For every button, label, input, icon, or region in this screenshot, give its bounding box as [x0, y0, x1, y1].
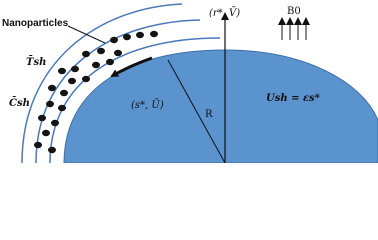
tangential-arrow — [110, 56, 153, 78]
nanoparticles-label: Nanoparticles — [2, 18, 69, 29]
nanoparticle — [114, 49, 122, 57]
boundary-line-inner — [49, 37, 221, 163]
radius-label: R — [205, 109, 213, 120]
nanoparticle — [123, 33, 131, 41]
nanoparticle-cluster — [34, 30, 158, 154]
nanoparticle — [58, 67, 66, 75]
magnetic-field-arrows — [278, 17, 310, 40]
nanoparticle — [60, 89, 68, 97]
concentration-label: C̄sh — [9, 97, 30, 109]
nanoparticle — [136, 31, 144, 39]
nanoparticle — [68, 77, 76, 85]
sphere-surface — [63, 49, 378, 163]
nanoparticle — [71, 65, 79, 73]
nanoparticle — [42, 129, 50, 137]
radius-line — [167, 59, 226, 163]
nanoparticle — [51, 119, 59, 127]
boundary-line-outer — [21, 3, 183, 163]
surface-velocity-label: Ush = εs* — [266, 93, 321, 104]
nanoparticle — [92, 61, 100, 69]
nanoparticle — [150, 30, 158, 38]
boundary-line-middle — [35, 19, 201, 163]
nanoparticle — [58, 104, 66, 112]
nanoparticle — [110, 36, 118, 44]
stretching-sphere-diagram: Nanoparticles T̄sh C̄sh (r*, V̄) B0 (s*,… — [2, 3, 378, 163]
nanoparticle — [106, 58, 114, 66]
nanoparticle — [48, 146, 56, 154]
nanoparticle — [82, 50, 90, 58]
nanoparticle — [34, 141, 42, 149]
nanoparticle — [46, 100, 54, 108]
nanoparticle — [97, 47, 105, 55]
temperature-label: T̄sh — [26, 56, 46, 68]
nanoparticle — [38, 114, 46, 122]
nanoparticle — [48, 84, 56, 92]
diagram-canvas: Nanoparticles T̄sh C̄sh (r*, V̄) B0 (s*,… — [2, 3, 378, 163]
nanoparticles-leader-line — [67, 25, 106, 44]
polar-coordinates-label: (r*, V̄) — [209, 7, 240, 19]
nanoparticle — [82, 75, 90, 83]
tangent-coordinates-label: (s*, Ū) — [131, 99, 164, 111]
field-label: B0 — [287, 6, 301, 17]
